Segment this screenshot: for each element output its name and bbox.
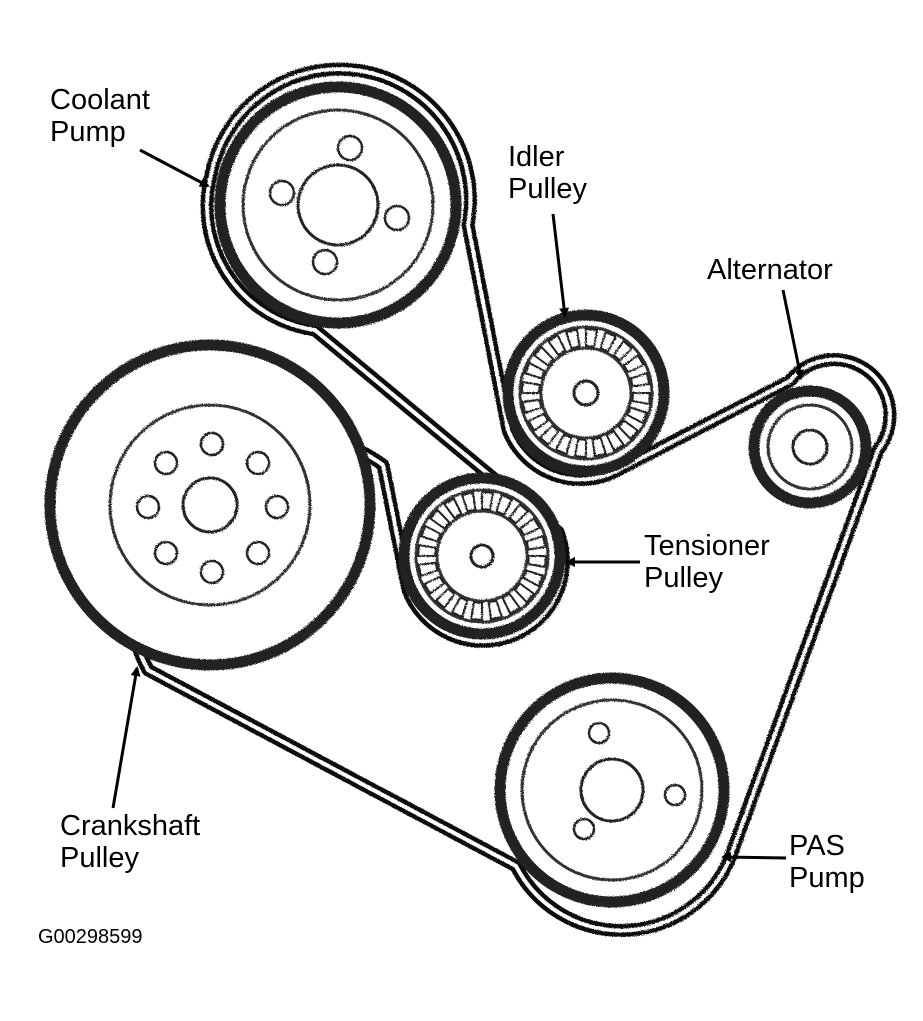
coolant-pump-pulley [214, 81, 462, 329]
pulley-rib [469, 601, 483, 622]
pulley-rib [546, 334, 567, 357]
pulley-rib [573, 438, 587, 459]
pulley-rib [513, 582, 536, 604]
arrow-coolant-pump [139, 148, 210, 188]
pulley-rib [521, 398, 543, 415]
pulley-rib [585, 327, 599, 348]
label-tensioner-pulley: Tensioner Pulley [644, 530, 770, 594]
label-alternator: Alternator [707, 254, 833, 286]
pulley-rib [538, 424, 560, 447]
pulley-rib [419, 524, 442, 543]
label-crankshaft-pulley-line1: Crankshaft [60, 810, 201, 842]
label-pas-pump-line2: Pump [789, 862, 865, 894]
pulley-rib [525, 534, 547, 551]
arrow-pas-pump [721, 852, 787, 863]
pulley-rib [423, 575, 446, 596]
label-crankshaft-pulley-line2: Pulley [60, 842, 139, 874]
pulley-rib [629, 371, 651, 388]
leader-arrows [111, 148, 805, 863]
pulley-rib [520, 380, 541, 394]
label-idler-pulley: Idler Pulley [508, 141, 587, 205]
pulley-rib [508, 502, 530, 525]
pulley-rib [495, 493, 514, 516]
drive-belt [122, 62, 897, 937]
label-idler-pulley-line1: Idler [508, 141, 565, 173]
pulley-rib [450, 596, 469, 619]
pulley-rib [605, 429, 626, 452]
pulley-rib [481, 490, 495, 511]
pulley-rib [487, 599, 504, 621]
pulley-rib [564, 328, 581, 350]
arrow-alternator [781, 289, 805, 380]
pulley-rib [554, 433, 573, 456]
label-idler-pulley-line2: Pulley [508, 173, 587, 205]
pulley-rib [460, 491, 477, 513]
alternator-pulley [748, 385, 872, 509]
label-coolant-pump: Coolant Pump [50, 84, 150, 148]
pulley-rib [518, 516, 541, 537]
pas-pump-pulley [494, 672, 730, 908]
label-tensioner-pulley-line2: Pulley [644, 562, 723, 594]
pulley-rib [527, 555, 548, 569]
tensioner-pulley [398, 472, 566, 640]
pulley-rib [591, 436, 608, 458]
pulley-rib [417, 561, 439, 578]
pulley-rib [522, 569, 545, 588]
label-coolant-pump-line1: Coolant [50, 84, 150, 116]
label-crankshaft-pulley: Crankshaft Pulley [60, 810, 200, 874]
pulley-rib [617, 419, 640, 441]
crankshaft-pulley [44, 339, 376, 671]
pulley-rib [442, 497, 463, 520]
pulley-rib [631, 392, 652, 406]
pulley-rib [416, 543, 437, 557]
pulley-rib [612, 339, 634, 362]
pulley-rib [626, 406, 649, 425]
figure-id: G00298599 [38, 926, 143, 948]
pulley-rib [428, 508, 451, 530]
pulley-rib [523, 361, 546, 380]
pulley-rib [527, 412, 550, 433]
arrow-crankshaft-pulley [111, 666, 141, 809]
pulley-rib [622, 353, 645, 374]
pulley-rib [501, 592, 522, 615]
label-tensioner-pulley-line1: Tensioner [644, 530, 770, 562]
label-coolant-pump-line2: Pump [50, 116, 126, 148]
label-pas-pump: PAS Pump [789, 830, 865, 894]
pulley-rib [532, 345, 555, 367]
idler-pulley [502, 309, 670, 477]
pulley-rib [434, 587, 456, 610]
arrow-idler-pulley [551, 213, 570, 318]
label-pas-pump-line1: PAS [789, 830, 845, 862]
label-alternator-line1: Alternator [707, 254, 833, 286]
pulley-rib [599, 330, 618, 353]
